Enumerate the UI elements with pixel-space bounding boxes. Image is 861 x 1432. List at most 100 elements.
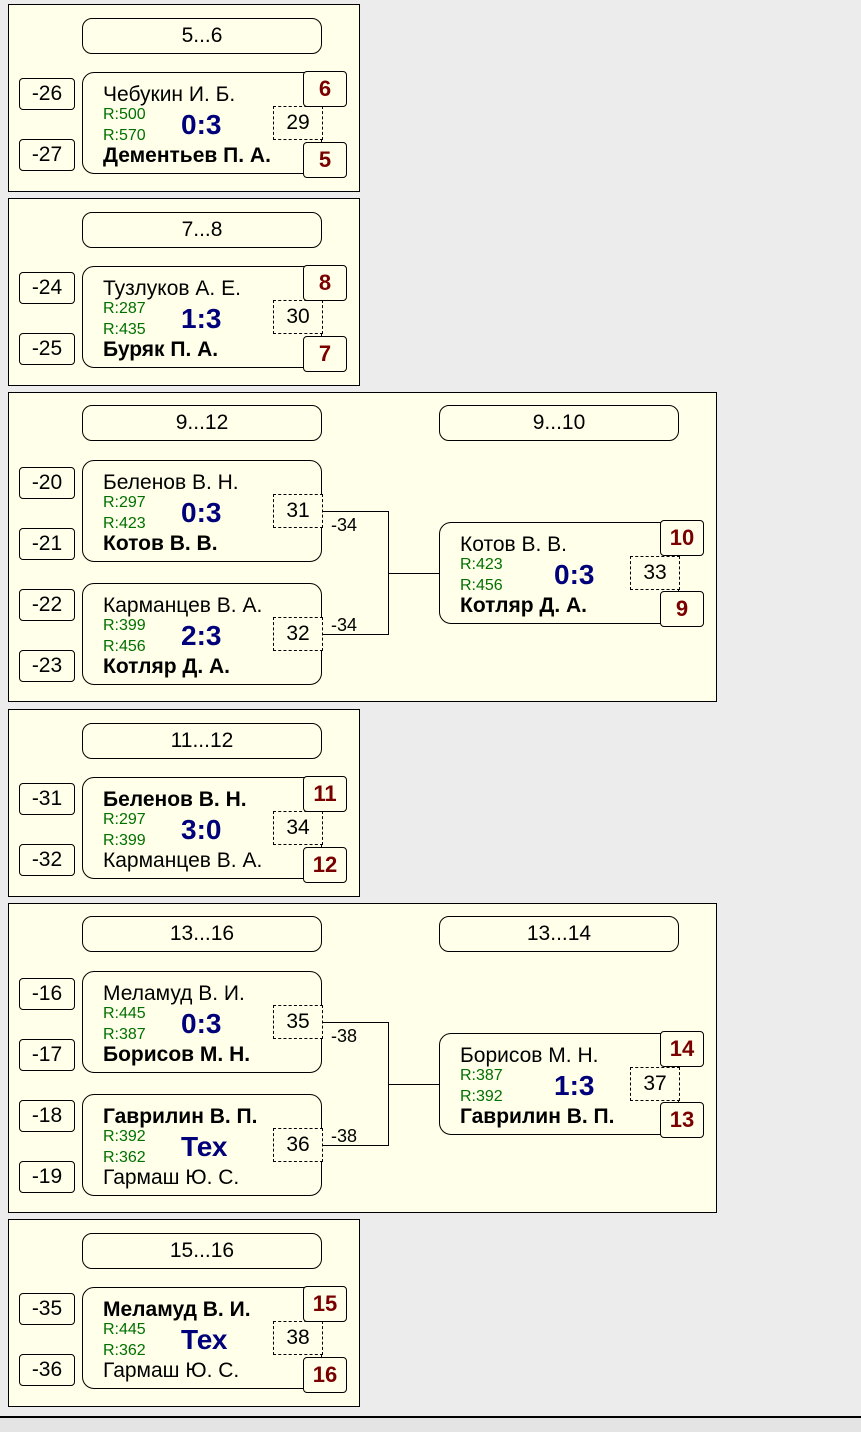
seed-box: -24 (19, 272, 75, 304)
section-header: 13...14 (439, 916, 679, 952)
bracket-section-13-16: 13...16 13...14 -16 -17 Меламуд В. И. R:… (8, 903, 717, 1213)
seed-box: -19 (19, 1161, 75, 1193)
player-rating: R:387 (460, 1067, 503, 1084)
place-badge: 7 (303, 336, 347, 372)
player-rating: R:456 (460, 577, 503, 594)
player-rating: R:456 (103, 638, 146, 655)
seed-box: -18 (19, 1100, 75, 1132)
place-badge: 9 (660, 591, 704, 627)
player-name: Карманцев В. А. (103, 594, 263, 617)
winner-name: Котляр Д. А. (103, 655, 231, 678)
match-number: 38 (273, 1321, 323, 1355)
seed-box: -20 (19, 467, 75, 499)
player-name: Борисов М. Н. (460, 1044, 599, 1067)
seed-box: -31 (19, 783, 75, 815)
section-header: 15...16 (82, 1233, 322, 1269)
bracket-section-15-16: 15...16 -35 -36 Меламуд В. И. R:445 R:36… (8, 1219, 360, 1407)
player-rating: R:435 (103, 321, 146, 338)
winner-name: Буряк П. А. (103, 338, 219, 361)
match-score: 0:3 (181, 1008, 222, 1039)
match-box[interactable]: Гаврилин В. П. R:392 R:362 Тех Гармаш Ю.… (82, 1094, 322, 1196)
place-badge: 10 (660, 520, 704, 556)
player-name: Котов В. В. (460, 533, 568, 556)
seed-box: -35 (19, 1293, 75, 1325)
seed-box: -22 (19, 589, 75, 621)
winner-name: Котляр Д. А. (460, 594, 588, 617)
match-number: 33 (630, 556, 680, 590)
place-badge: 13 (660, 1102, 704, 1138)
bracket-section-7-8: 7...8 -24 -25 Тузлуков А. Е. R:287 R:435… (8, 198, 360, 386)
seed-box: -16 (19, 978, 75, 1010)
winner-name: Гаврилин В. П. (103, 1105, 258, 1128)
match-score: 0:3 (181, 497, 222, 528)
match-number: 34 (273, 811, 323, 845)
match-box[interactable]: Беленов В. Н. R:297 R:399 3:0 Карманцев … (82, 777, 322, 879)
match-number: 37 (630, 1067, 680, 1101)
winner-name: Дементьев П. А. (103, 144, 271, 167)
loser-destination: -38 (331, 1026, 358, 1046)
match-score: 2:3 (181, 620, 222, 651)
player-rating: R:392 (103, 1128, 146, 1145)
player-rating: R:445 (103, 1005, 146, 1022)
section-header: 11...12 (82, 723, 322, 759)
player-rating: R:445 (103, 1321, 146, 1338)
player-name: Гармаш Ю. С. (103, 1166, 240, 1189)
match-score: 1:3 (181, 303, 222, 334)
player-rating: R:387 (103, 1026, 146, 1043)
place-badge: 16 (303, 1357, 347, 1393)
match-number: 30 (273, 300, 323, 334)
place-badge: 6 (303, 71, 347, 107)
bracket-connector (323, 511, 389, 512)
winner-name: Борисов М. Н. (103, 1043, 251, 1066)
match-number: 29 (273, 106, 323, 140)
seed-box: -17 (19, 1039, 75, 1071)
bracket-connector (323, 1145, 389, 1146)
match-box[interactable]: Котов В. В. R:423 R:456 0:3 Котляр Д. А. (439, 522, 679, 624)
player-name: Беленов В. Н. (103, 471, 239, 494)
match-number: 32 (273, 617, 323, 651)
player-rating: R:392 (460, 1088, 503, 1105)
place-badge: 8 (303, 265, 347, 301)
player-rating: R:362 (103, 1149, 146, 1166)
place-badge: 5 (303, 142, 347, 178)
player-rating: R:287 (103, 300, 146, 317)
bracket-connector (388, 1084, 439, 1085)
section-header: 7...8 (82, 212, 322, 248)
match-number: 31 (273, 494, 323, 528)
player-name: Карманцев В. А. (103, 849, 263, 872)
match-number: 35 (273, 1005, 323, 1039)
seed-box: -25 (19, 333, 75, 365)
match-number: 36 (273, 1128, 323, 1162)
seed-box: -26 (19, 78, 75, 110)
player-rating: R:423 (460, 556, 503, 573)
match-score: 0:3 (181, 109, 222, 140)
match-score: Тех (181, 1131, 228, 1162)
player-rating: R:423 (103, 515, 146, 532)
bracket-section-9-12: 9...12 9...10 -20 -21 Беленов В. Н. R:29… (8, 392, 717, 702)
section-header: 13...16 (82, 916, 322, 952)
match-score: Тех (181, 1324, 228, 1355)
place-badge: 11 (303, 776, 347, 812)
winner-name: Беленов В. Н. (103, 788, 247, 811)
player-name: Тузлуков А. Е. (103, 277, 241, 300)
player-name: Меламуд В. И. (103, 982, 245, 1005)
player-rating: R:570 (103, 127, 146, 144)
bracket-section-11-12: 11...12 -31 -32 Беленов В. Н. R:297 R:39… (8, 709, 360, 897)
horizontal-scrollbar[interactable] (0, 1416, 861, 1432)
bracket-connector (323, 1022, 389, 1023)
loser-destination: -34 (331, 515, 358, 535)
winner-name: Гаврилин В. П. (460, 1105, 615, 1128)
bracket-section-5-6: 5...6 -26 -27 Чебукин И. Б. R:500 R:570 … (8, 4, 360, 192)
place-badge: 14 (660, 1031, 704, 1067)
section-header: 9...10 (439, 405, 679, 441)
section-header: 9...12 (82, 405, 322, 441)
seed-box: -32 (19, 844, 75, 876)
loser-destination: -34 (331, 615, 358, 635)
match-score: 1:3 (554, 1070, 595, 1101)
winner-name: Меламуд В. И. (103, 1298, 251, 1321)
match-score: 3:0 (181, 814, 222, 845)
player-rating: R:297 (103, 811, 146, 828)
player-name: Чебукин И. Б. (103, 83, 236, 106)
player-rating: R:297 (103, 494, 146, 511)
